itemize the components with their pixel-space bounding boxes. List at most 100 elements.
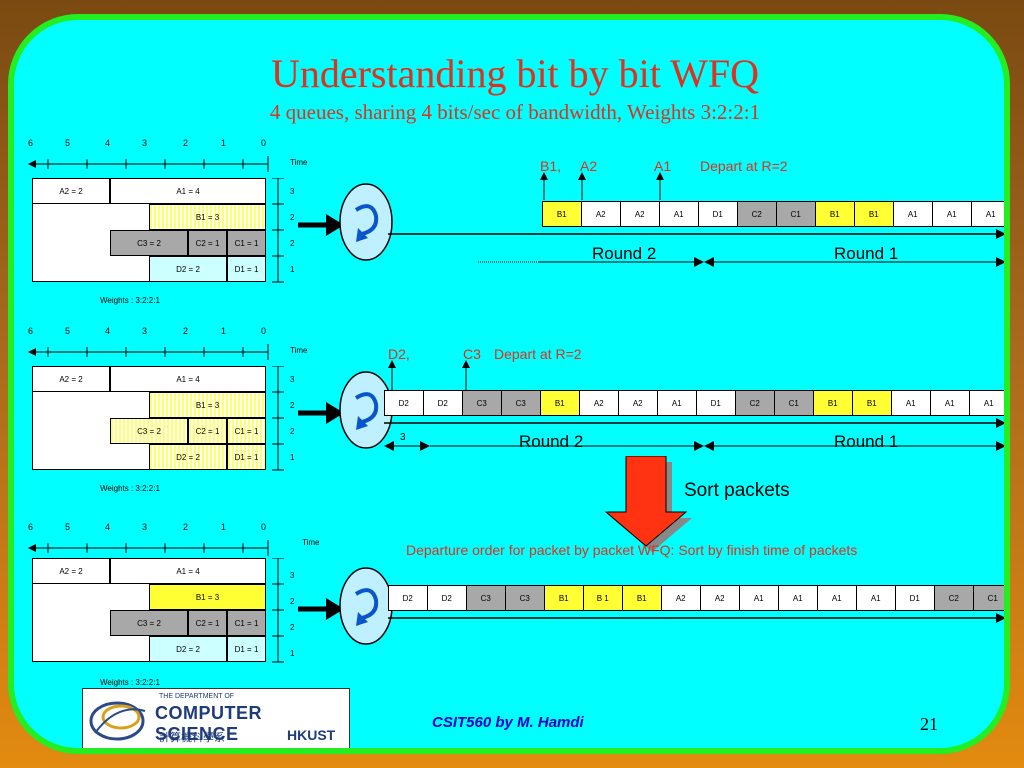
seq1-packet: A1 <box>893 201 933 227</box>
seq2-packet: A1 <box>969 390 1004 416</box>
seq3-packet: C2 <box>934 585 974 611</box>
axis-tick: 1 <box>221 522 227 532</box>
time-axis <box>28 540 269 556</box>
logo-chinese-text: 計算機科學系 <box>159 732 225 744</box>
scheduler-icon-3 <box>339 567 393 645</box>
axis-tick: 2 <box>183 522 189 532</box>
packet-c2: C2 = 1 <box>188 418 227 444</box>
axis-tick: 6 <box>28 326 34 336</box>
seq2-baseline <box>384 418 1004 451</box>
seq3-packet: A1 <box>778 585 818 611</box>
seq2-packet: C1 <box>774 390 814 416</box>
seq1-round1-label: Round 1 <box>834 244 899 263</box>
seq1-baseline <box>388 229 1004 267</box>
seq1-packet: C1 <box>776 201 816 227</box>
seq1-packet-row: B1 A2 A2 A1 D1 C2 C1 B1 B1 A1 A1 A1 <box>542 201 1004 227</box>
packet-c1: C1 = 1 <box>227 230 266 256</box>
row-number: 1 <box>290 649 295 658</box>
row-number: 3 <box>290 375 295 384</box>
logo-small-text: THE DEPARTMENT OF <box>159 693 235 700</box>
seq3-packet: C3 <box>466 585 506 611</box>
seq2-packet: A1 <box>891 390 931 416</box>
seq3-packet: A2 <box>661 585 701 611</box>
row-number: 2 <box>290 239 295 248</box>
slide: Understanding bit by bit WFQ 4 queues, s… <box>8 14 1010 754</box>
packet-c2: C2 = 1 <box>188 610 227 636</box>
packet-b1: B1 = 3 <box>149 392 266 418</box>
axis-tick: 1 <box>221 138 227 148</box>
packet-c2: C2 = 1 <box>188 230 227 256</box>
time-label: Time <box>302 538 320 547</box>
seq1-packet: B1 <box>542 201 582 227</box>
logo-swirl-icon <box>89 701 146 741</box>
packet-c1: C1 = 1 <box>227 418 266 444</box>
seq3-packet: D2 <box>427 585 467 611</box>
row-number: 1 <box>290 453 295 462</box>
departure-order-label: Departure order for packet by packet WFQ… <box>406 542 858 558</box>
axis-tick: 3 <box>142 522 148 532</box>
packet-a2: A2 = 2 <box>32 366 110 392</box>
axis-tick: 6 <box>28 138 34 148</box>
scheduler-arrow-3 <box>298 598 344 620</box>
seq2-packet: C2 <box>735 390 775 416</box>
seq2-small-number: 3 <box>400 432 406 443</box>
row-number: 2 <box>290 597 295 606</box>
seq1-packet: A1 <box>932 201 972 227</box>
axis-tick: 0 <box>261 326 267 336</box>
seq2-packet-row: D2 D2 C3 C3 B1 A2 A2 A1 D1 C2 C1 B1 B1 A… <box>384 390 1004 416</box>
packet-d1: D1 = 1 <box>227 636 266 662</box>
packet-a1: A1 = 4 <box>110 178 266 204</box>
slide-subtitle: 4 queues, sharing 4 bits/sec of bandwidt… <box>269 100 761 124</box>
seq3-packet: A1 <box>739 585 779 611</box>
seq2-packet: A2 <box>618 390 658 416</box>
axis-tick: 3 <box>142 326 148 336</box>
seq2-packet: C3 <box>501 390 541 416</box>
weights-label: Weights : 3:2:2:1 <box>100 296 160 305</box>
seq1-packet: D1 <box>698 201 738 227</box>
logo-hkust-text: HKUST <box>287 727 336 743</box>
seq2-packet: B1 <box>813 390 853 416</box>
sort-down-arrow <box>604 456 692 552</box>
row-number: 1 <box>290 265 295 274</box>
packet-d1: D1 = 1 <box>227 444 266 470</box>
axis-tick: 4 <box>105 138 111 148</box>
axis-tick: 0 <box>261 138 267 148</box>
row-number: 3 <box>290 571 295 580</box>
packet-a2: A2 = 2 <box>32 178 110 204</box>
weights-label: Weights : 3:2:2:1 <box>100 678 160 687</box>
seq2-packet: C3 <box>462 390 502 416</box>
seq3-packet: B 1 <box>583 585 623 611</box>
axis-tick: 4 <box>105 326 111 336</box>
page-number: 21 <box>920 714 938 734</box>
seq1-packet: A1 <box>659 201 699 227</box>
seq3-packet-row: D2 D2 C3 C3 B1 B 1 B1 A2 A2 A1 A1 A1 A1 … <box>388 585 1004 611</box>
packet-c1: C1 = 1 <box>227 610 266 636</box>
seq2-packet: B1 <box>852 390 892 416</box>
seq3-packet: B1 <box>544 585 584 611</box>
seq2-packet: D2 <box>384 390 424 416</box>
slide-title: Understanding bit by bit WFQ <box>270 51 760 96</box>
axis-tick: 3 <box>142 138 148 148</box>
seq1-packet: A2 <box>620 201 660 227</box>
queue-panel-3: 6 5 4 3 2 1 0 Time A2 = 2 A1 = 4 B1 = 3 … <box>28 522 328 692</box>
seq3-packet: C3 <box>505 585 545 611</box>
time-axis <box>28 156 269 172</box>
seq3-packet: D1 <box>895 585 935 611</box>
axis-tick: 5 <box>65 522 71 532</box>
axis-tick: 1 <box>221 326 227 336</box>
packet-c3: C3 = 2 <box>110 610 188 636</box>
row-number: 2 <box>290 213 295 222</box>
seq2-packet: A2 <box>579 390 619 416</box>
seq3-packet: B1 <box>622 585 662 611</box>
seq1-label-b1: B1, <box>540 158 562 174</box>
seq2-round2-label: Round 2 <box>519 432 584 451</box>
seq2-depart-label: Depart at R=2 <box>494 346 582 362</box>
seq2-packet: B1 <box>540 390 580 416</box>
time-axis <box>28 344 269 360</box>
seq1-label-a1: A1 <box>654 158 672 174</box>
seq3-packet: D2 <box>388 585 428 611</box>
row-height-markers <box>272 558 284 663</box>
scheduler-arrow-1 <box>298 214 344 236</box>
axis-tick: 5 <box>65 138 71 148</box>
packet-d2: D2 = 2 <box>149 256 227 282</box>
